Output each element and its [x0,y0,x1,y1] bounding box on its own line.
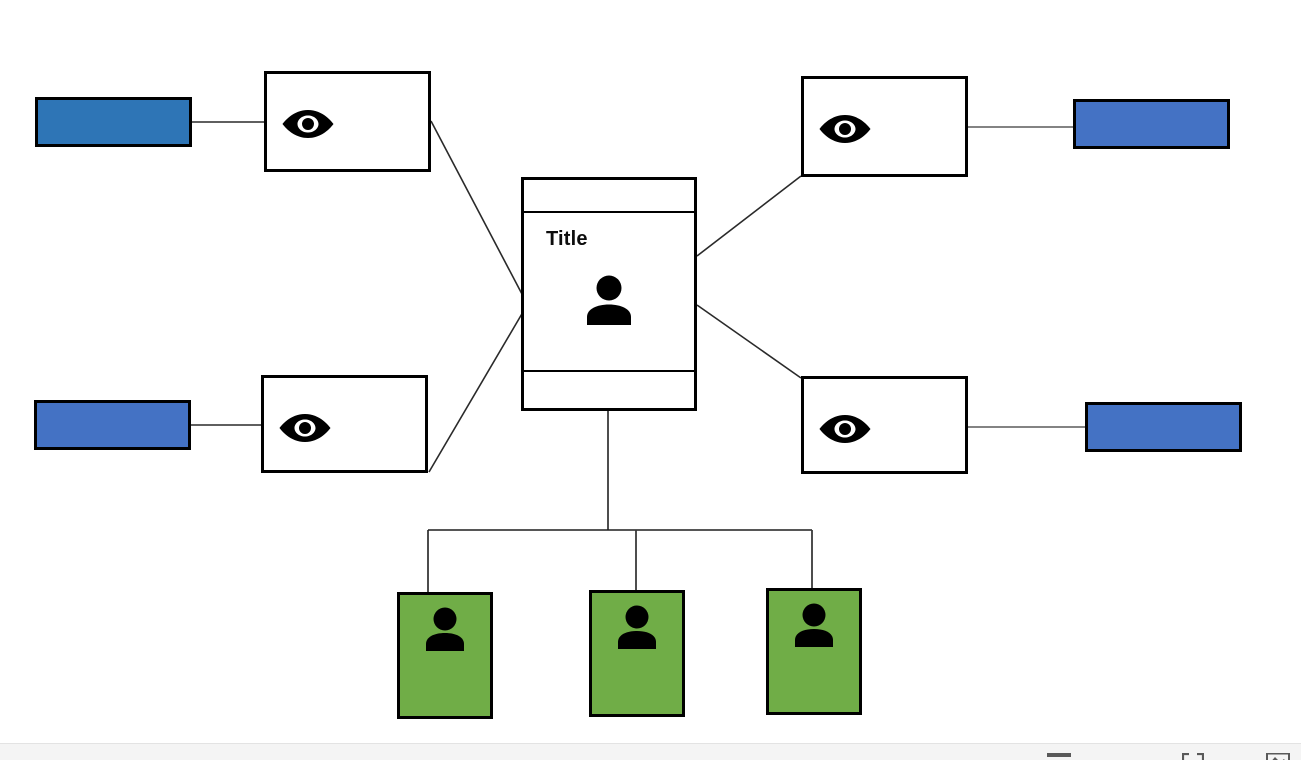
center-node-footer-band [524,372,694,408]
minus-icon[interactable] [1046,753,1072,760]
page-title: Title [546,228,588,250]
source-top-right[interactable] [1073,99,1230,149]
observer-top-right[interactable] [801,76,968,177]
member-card-2[interactable] [589,590,685,717]
eye-icon [819,415,871,443]
person-icon [795,603,833,647]
member-card-3[interactable] [766,588,862,715]
crop-icon[interactable] [1182,753,1204,760]
source-top-left[interactable] [35,97,192,147]
center-node-body-band: Title [524,213,694,372]
source-bottom-left[interactable] [34,400,191,450]
edge-observer-bl-to-center [428,311,524,473]
eye-icon [282,110,334,138]
person-icon [587,275,631,325]
person-icon [618,605,656,649]
center-node[interactable]: Title [521,177,697,411]
center-node-header-band [524,180,694,213]
source-bottom-right[interactable] [1085,402,1242,452]
edge-observer-br-to-center [696,304,802,379]
observer-bottom-left[interactable] [261,375,428,473]
bottom-toolbar [0,743,1301,760]
eye-icon [819,115,871,143]
observer-bottom-right[interactable] [801,376,968,474]
eye-icon [279,414,331,442]
edge-observer-tr-to-center [696,175,802,257]
edge-observer-tl-to-center [430,120,524,297]
member-card-1[interactable] [397,592,493,719]
image-icon[interactable] [1266,753,1290,760]
person-icon [426,607,464,651]
observer-top-left[interactable] [264,71,431,172]
